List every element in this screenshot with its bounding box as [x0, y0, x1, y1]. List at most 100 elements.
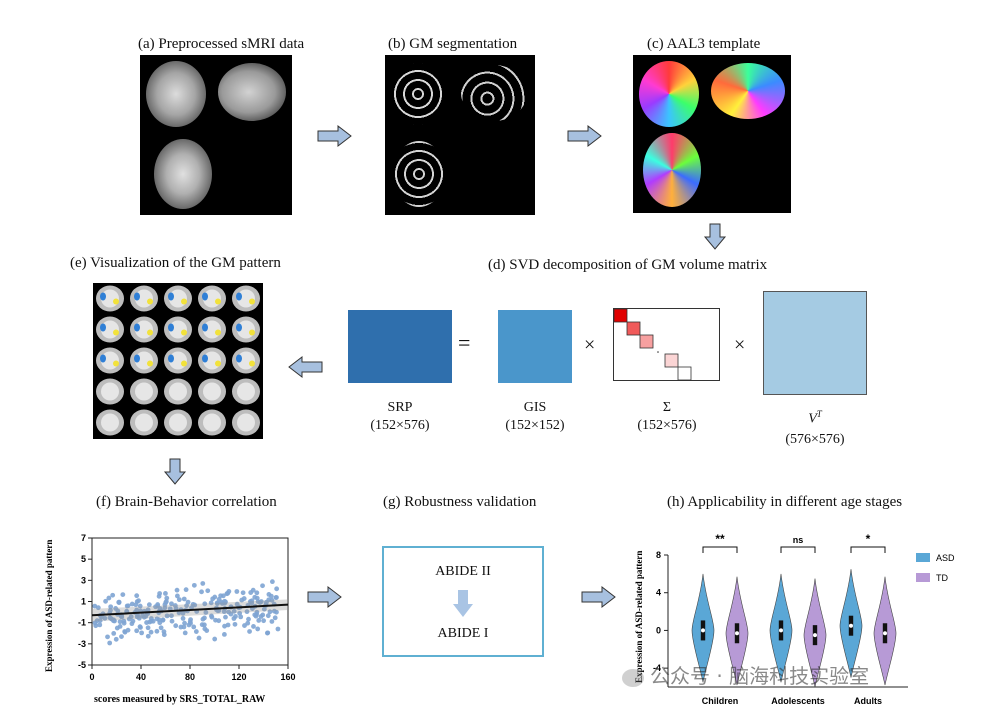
pattern-blob [113, 360, 119, 367]
pattern-blob [168, 323, 174, 332]
scatter-point [205, 588, 211, 594]
scatter-point [268, 593, 274, 599]
scatter-point [269, 579, 275, 585]
scatter-point [232, 621, 238, 627]
scatter-point [136, 598, 141, 604]
pattern-blob [249, 298, 255, 305]
pattern-blob [134, 323, 140, 332]
y-tick-label: -5 [78, 660, 86, 670]
scatter-point [182, 620, 187, 626]
smri-image [140, 55, 292, 215]
scatter-point [125, 627, 131, 633]
age-stage-violin-plot: Expression of ASD-related pattern 840-4*… [634, 532, 955, 706]
vt-matrix [763, 291, 867, 395]
violin-ylabel: Expression of ASD-related pattern [634, 551, 644, 683]
scatter-point [145, 607, 151, 613]
scatter-point [192, 602, 198, 608]
pattern-blob [134, 354, 140, 363]
watermark: 公众号 · 脑海科技实验室 [622, 660, 869, 689]
arrow-a-to-b [317, 124, 352, 148]
y-tick-label: 0 [656, 625, 661, 635]
scatter-point [181, 596, 187, 602]
scatter-point [164, 613, 170, 619]
slice-core [101, 413, 119, 432]
scatter-point [176, 597, 182, 603]
y-tick-label: -1 [78, 618, 86, 628]
scatter-point [221, 609, 227, 615]
scatter-point [271, 608, 277, 614]
scatter-point [121, 618, 127, 624]
scatter-point [169, 618, 175, 624]
y-tick-label: -3 [78, 639, 86, 649]
scatter-point [226, 609, 232, 615]
arrow-e-to-f [163, 458, 187, 485]
scatter-point [213, 617, 218, 623]
scatter-point [201, 622, 207, 628]
scatter-point [185, 599, 191, 605]
scatter-point [182, 630, 188, 636]
violin-median [735, 631, 739, 636]
scatter-point [145, 633, 151, 639]
pattern-blob [113, 298, 119, 305]
significance-bracket [702, 546, 738, 553]
pattern-blob [134, 292, 140, 301]
pattern-blob [249, 360, 255, 367]
scatter-point [163, 600, 169, 605]
gis-dim: (152×152) [505, 418, 565, 433]
aal3-template-image [633, 55, 791, 213]
pattern-blob [249, 329, 255, 336]
scatter-point [161, 629, 167, 635]
scatter-point [183, 587, 189, 593]
gm-segmentation-image [385, 55, 535, 215]
times-sign-2: × [734, 334, 746, 356]
pattern-blob [181, 329, 187, 336]
sigma-label: Σ [662, 400, 672, 415]
pattern-blob [236, 323, 242, 332]
pattern-blob [100, 292, 106, 301]
scatter-point [263, 599, 269, 605]
equals-sign: = [458, 330, 471, 355]
title-a: (a) Preprocessed sMRI data [138, 36, 305, 52]
scatter-point [136, 615, 142, 621]
wechat-icon [622, 668, 644, 687]
scatter-point [246, 616, 251, 622]
brain-slice-grid [96, 285, 260, 436]
scatter-point [251, 624, 256, 629]
legend-label: TD [936, 573, 948, 583]
significance-label: ** [715, 532, 725, 546]
scatter-point [191, 624, 197, 630]
vt-label: VT [808, 409, 822, 427]
scatter-point [275, 626, 281, 632]
scatter-point [116, 599, 122, 605]
scatter-point [254, 590, 260, 596]
violin-median [779, 628, 783, 633]
scatter-point [261, 606, 267, 612]
pattern-blob [215, 298, 221, 305]
scatter-point [105, 634, 110, 640]
scatter-point [188, 617, 193, 623]
scatter-point [172, 603, 178, 608]
scatter-point [137, 624, 143, 630]
scatter-point [191, 582, 197, 588]
scatter-point [108, 604, 114, 610]
scatter-point [234, 601, 240, 607]
scatter-point [202, 601, 208, 607]
scatter-point [111, 617, 117, 623]
category-label: Adolescents [771, 696, 825, 706]
scatter-point [258, 614, 264, 619]
trend-line [91, 603, 289, 617]
abide-ii-label: ABIDE II [435, 564, 491, 579]
pattern-blob [236, 354, 242, 363]
scatter-point [103, 598, 108, 604]
y-tick-label: 8 [656, 550, 661, 560]
slice-core [135, 413, 153, 432]
scatter-point [252, 594, 258, 600]
pattern-blob [202, 323, 208, 332]
scatter-point [193, 629, 199, 634]
category-label: Children [702, 696, 739, 706]
arrow-b-to-c [567, 124, 602, 148]
scatter-point [155, 603, 160, 609]
scatter-point [148, 629, 154, 635]
scatter-point [173, 623, 179, 629]
abide-i-label: ABIDE I [437, 626, 489, 641]
